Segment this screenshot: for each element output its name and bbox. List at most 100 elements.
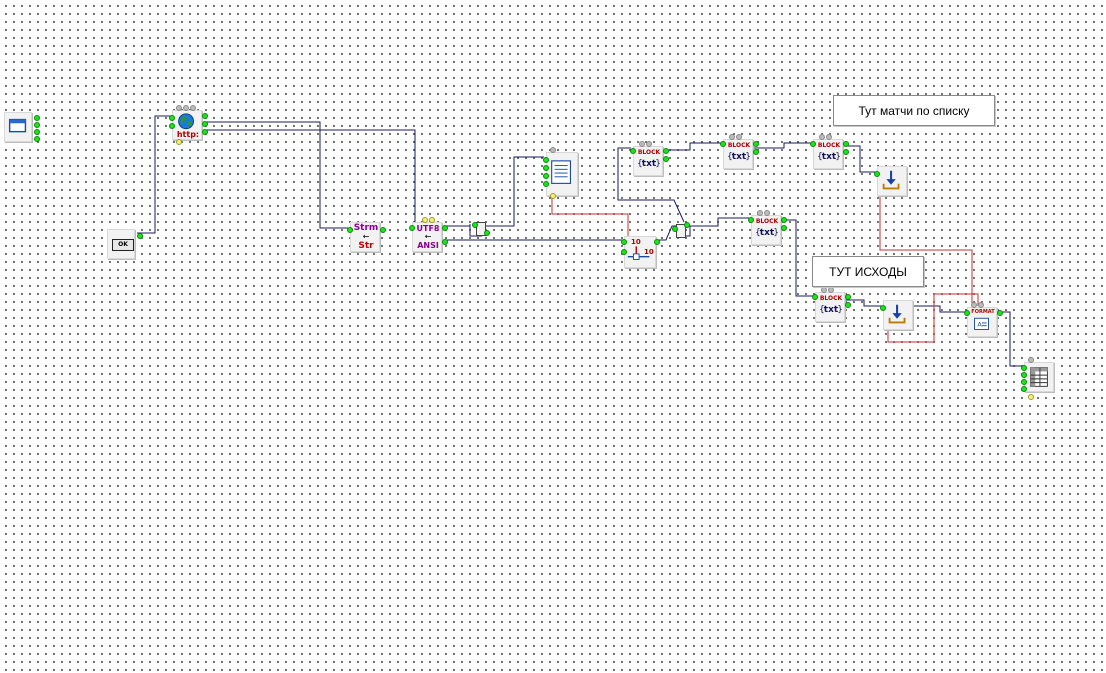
connection-pin[interactable] xyxy=(621,249,627,255)
note-outcomes[interactable]: ТУТ ИСХОДЫ xyxy=(812,256,924,287)
connection-pin[interactable] xyxy=(169,123,175,129)
connection-pin[interactable] xyxy=(978,302,984,308)
connection-pin[interactable] xyxy=(169,115,175,121)
http-component[interactable]: http: xyxy=(169,105,208,145)
connection-pin[interactable] xyxy=(826,134,832,140)
wire xyxy=(203,121,348,229)
connection-pin[interactable] xyxy=(845,302,851,308)
connection-pin[interactable] xyxy=(720,141,726,147)
connection-pin[interactable] xyxy=(753,141,759,147)
connection-pin[interactable] xyxy=(1021,365,1027,371)
connection-pin[interactable] xyxy=(810,141,816,147)
connection-pin[interactable] xyxy=(176,139,182,145)
connection-pin[interactable] xyxy=(442,225,448,231)
download-component-top[interactable] xyxy=(874,166,907,196)
connection-pin[interactable] xyxy=(757,210,763,216)
connection-pin[interactable] xyxy=(880,305,886,311)
connection-pin[interactable] xyxy=(347,227,353,233)
connection-pin[interactable] xyxy=(729,134,735,140)
connection-pin[interactable] xyxy=(34,129,40,135)
connection-pin[interactable] xyxy=(964,310,970,316)
block-txt-component-4[interactable]: BLOCK txt xyxy=(748,210,787,245)
connection-pin[interactable] xyxy=(684,222,690,228)
connection-pin[interactable] xyxy=(34,122,40,128)
connection-pin[interactable] xyxy=(828,287,834,293)
connection-pin[interactable] xyxy=(137,233,143,239)
connection-pin[interactable] xyxy=(781,225,787,231)
block-txt-component-2[interactable]: BLOCK txt xyxy=(720,134,759,169)
connection-pin[interactable] xyxy=(646,141,652,147)
ok-button[interactable]: OK xyxy=(112,239,134,251)
number-pos-component[interactable]: 10 10 xyxy=(621,236,660,268)
junction-node[interactable] xyxy=(672,222,690,238)
connection-pin[interactable] xyxy=(1028,394,1034,400)
connection-pin[interactable] xyxy=(484,230,490,236)
connection-pin[interactable] xyxy=(442,239,448,245)
connection-pin[interactable] xyxy=(543,157,549,163)
connection-pin[interactable] xyxy=(380,227,386,233)
connection-pin[interactable] xyxy=(764,210,770,216)
connection-pin[interactable] xyxy=(753,149,759,155)
connection-pin[interactable] xyxy=(997,310,1003,316)
txt-label: txt xyxy=(727,150,751,164)
connection-pin[interactable] xyxy=(1028,357,1034,363)
connection-pin[interactable] xyxy=(812,294,818,300)
connection-pin[interactable] xyxy=(663,148,669,154)
connection-pin[interactable] xyxy=(630,148,636,154)
connection-pin[interactable] xyxy=(971,302,977,308)
connection-pin[interactable] xyxy=(543,173,549,179)
connection-pin[interactable] xyxy=(736,134,742,140)
connection-pin[interactable] xyxy=(183,105,189,111)
connection-pin[interactable] xyxy=(621,239,627,245)
connection-pin[interactable] xyxy=(874,171,880,177)
block-txt-component-1[interactable]: BLOCK txt xyxy=(630,141,669,176)
connection-pin[interactable] xyxy=(748,217,754,223)
stream-to-string-component[interactable]: Strm ← Str xyxy=(347,222,386,252)
connection-pin[interactable] xyxy=(843,149,849,155)
utf8-to-ansi-component[interactable]: UTF8 ← ANSI xyxy=(409,217,448,252)
connection-pin[interactable] xyxy=(409,225,415,231)
string-grid-component[interactable] xyxy=(1021,357,1054,400)
connection-pin[interactable] xyxy=(845,294,851,300)
ok-button-component[interactable]: OK xyxy=(107,229,143,259)
connection-pin[interactable] xyxy=(472,222,478,228)
connection-pin[interactable] xyxy=(1021,386,1027,392)
connection-pin[interactable] xyxy=(654,239,660,245)
form-component[interactable] xyxy=(4,112,40,142)
memo-component[interactable] xyxy=(543,147,578,199)
connection-pin[interactable] xyxy=(550,193,556,199)
connection-pin[interactable] xyxy=(422,217,428,223)
connection-pin[interactable] xyxy=(429,217,435,223)
connection-pin[interactable] xyxy=(543,165,549,171)
num-top-label: 10 xyxy=(631,238,641,246)
connection-pin[interactable] xyxy=(639,141,645,147)
connection-pin[interactable] xyxy=(819,134,825,140)
connection-pin[interactable] xyxy=(34,115,40,121)
connection-pin[interactable] xyxy=(202,113,208,119)
connection-pin[interactable] xyxy=(1021,372,1027,378)
connection-pin[interactable] xyxy=(202,121,208,127)
connection-pin[interactable] xyxy=(672,226,678,232)
connection-pin[interactable] xyxy=(34,136,40,142)
format-component[interactable]: FORMAT A xyxy=(964,302,1003,337)
connection-pin[interactable] xyxy=(176,105,182,111)
connection-pin[interactable] xyxy=(663,156,669,162)
block-label: BLOCK xyxy=(727,142,751,149)
note-matches[interactable]: Тут матчи по списку xyxy=(833,95,995,126)
connection-pin[interactable] xyxy=(843,141,849,147)
str-label: Str xyxy=(358,241,374,251)
http-label: http: xyxy=(176,130,200,139)
connection-pin[interactable] xyxy=(550,147,556,153)
connection-pin[interactable] xyxy=(1021,379,1027,385)
block-txt-component-3[interactable]: BLOCK txt xyxy=(810,134,849,169)
connection-pin[interactable] xyxy=(543,181,549,187)
download-component-bottom[interactable] xyxy=(880,300,913,330)
junction-node[interactable] xyxy=(472,222,490,236)
block-txt-component-5[interactable]: BLOCK txt xyxy=(812,287,851,322)
connection-pin[interactable] xyxy=(202,129,208,135)
connection-pin[interactable] xyxy=(190,105,196,111)
connection-pin[interactable] xyxy=(781,217,787,223)
connection-pin[interactable] xyxy=(821,287,827,293)
